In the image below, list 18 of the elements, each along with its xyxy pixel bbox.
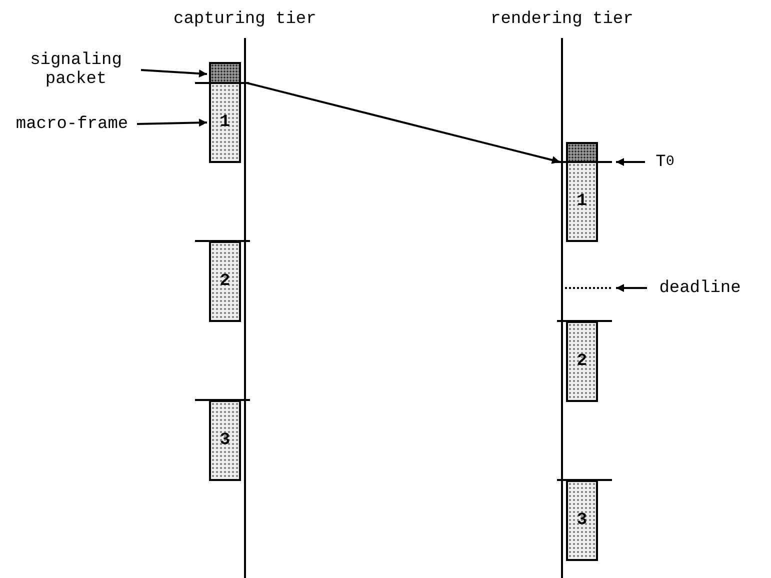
callout-text: macro-frame (10, 114, 134, 134)
column-heading: rendering tier (490, 10, 634, 29)
arrow (136, 118, 208, 127)
macro-frame-block: 3 (566, 480, 598, 561)
arrow (246, 82, 560, 164)
arrow (616, 284, 647, 292)
arrow (140, 69, 208, 78)
macro-frame-block: 2 (566, 321, 598, 402)
macro-frame-block: 2 (209, 241, 241, 322)
macro-frame-block: 1 (209, 82, 241, 163)
callout-text: deadline (650, 277, 750, 299)
callout-text: signaling packet (14, 50, 138, 90)
arrow (616, 158, 645, 166)
signaling-packet-block (209, 62, 241, 84)
column-heading: capturing tier (174, 10, 316, 29)
macro-frame-block: 1 (566, 161, 598, 242)
macro-frame-block: 3 (209, 400, 241, 481)
signaling-packet-block (566, 142, 598, 163)
